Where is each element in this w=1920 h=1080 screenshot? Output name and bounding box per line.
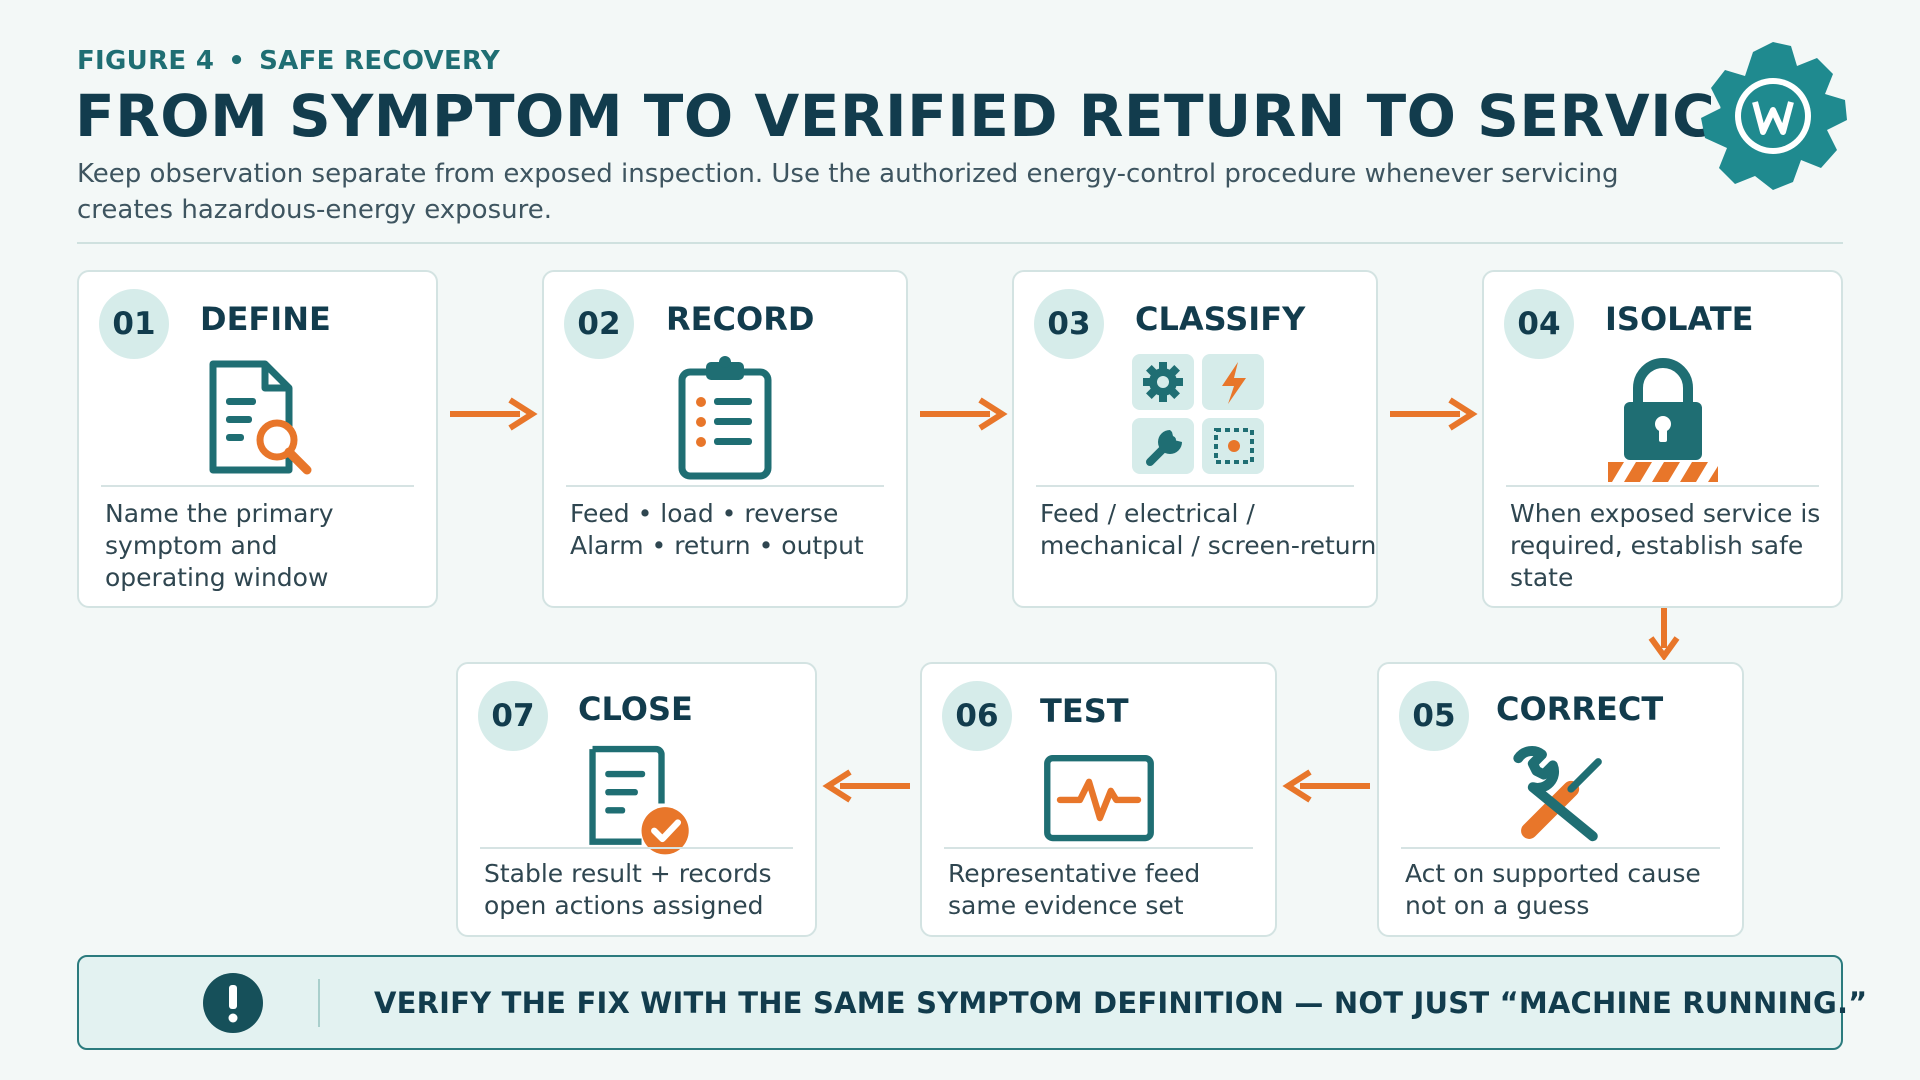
step-description: Feed / electrical / mechanical / screen-… [1040, 498, 1377, 562]
desc-line: required, establish safe [1510, 531, 1804, 560]
step-number: 03 [1034, 289, 1104, 359]
step-title: CLOSE [578, 690, 693, 728]
wrench-screwdriver-icon [1512, 746, 1602, 842]
verification-banner: VERIFY THE FIX WITH THE SAME SYMPTOM DEF… [77, 955, 1867, 1050]
category-grid-icon [1132, 354, 1264, 474]
arrow-left-icon [822, 769, 910, 803]
arrow-left-icon [1282, 769, 1370, 803]
step-title: CLASSIFY [1135, 300, 1306, 338]
banner-separator [318, 979, 320, 1027]
step-title: RECORD [666, 300, 815, 338]
desc-line: Feed / electrical / [1040, 499, 1255, 528]
step-title: ISOLATE [1605, 300, 1754, 338]
step-title: TEST [1040, 692, 1129, 730]
card-divider [1036, 485, 1354, 487]
padlock-barrier-icon [1607, 358, 1718, 482]
step-card-record: 02 RECORD Feed • load • reverse Alarm • … [542, 270, 908, 608]
figure-label: FIGURE 4 [77, 46, 215, 76]
step-card-close: 07 CLOSE Stable result + records open ac… [456, 662, 817, 937]
section-label: SAFE RECOVERY [259, 46, 501, 76]
clipboard-list-icon [678, 356, 772, 480]
step-description: Name the primary symptom and operating w… [105, 498, 418, 594]
desc-line: Alarm • return • output [570, 531, 864, 560]
desc-line: same evidence set [948, 891, 1184, 920]
step-card-isolate: 04 ISOLATE When exposed service is requi… [1482, 270, 1843, 608]
card-divider [566, 485, 884, 487]
page-title: FROM SYMPTOM TO VERIFIED RETURN TO SERVI… [75, 82, 1756, 150]
desc-line: open actions assigned [484, 891, 764, 920]
figure-kicker: FIGURE 4 • SAFE RECOVERY [77, 46, 500, 76]
card-divider [101, 485, 414, 487]
header-divider [77, 242, 1843, 244]
card-divider [480, 847, 793, 849]
step-card-correct: 05 CORRECT Act on supported cause not on… [1377, 662, 1744, 937]
step-description: When exposed service is required, establ… [1510, 498, 1823, 594]
desc-line: Act on supported cause [1405, 859, 1701, 888]
banner-message: VERIFY THE FIX WITH THE SAME SYMPTOM DEF… [374, 985, 1868, 1020]
desc-line: Representative feed [948, 859, 1201, 888]
card-divider [1506, 485, 1819, 487]
page-subtitle: Keep observation separate from exposed i… [77, 159, 1619, 225]
step-card-define: 01 DEFINE Name the primary symptom and o… [77, 270, 438, 608]
arrow-right-icon [450, 397, 538, 431]
step-number: 07 [478, 681, 548, 751]
desc-line: state [1510, 563, 1574, 592]
desc-line: When exposed service is [1510, 499, 1821, 528]
desc-line: Name the primary [105, 499, 334, 528]
desc-line: Feed • load • reverse [570, 499, 839, 528]
step-description: Feed • load • reverse Alarm • return • o… [570, 498, 888, 562]
step-title: CORRECT [1496, 690, 1664, 728]
arrow-right-icon [1390, 397, 1478, 431]
step-description: Representative feed same evidence set [948, 858, 1257, 922]
step-title: DEFINE [200, 300, 331, 338]
step-number: 04 [1504, 289, 1574, 359]
desc-line: not on a guess [1405, 891, 1590, 920]
step-card-classify: 03 CLASSIFY Feed / electric [1012, 270, 1378, 608]
exclamation-icon [203, 973, 263, 1033]
arrow-down-icon [1648, 608, 1680, 660]
document-check-icon [588, 745, 689, 855]
step-card-test: 06 TEST Representative feed same evidenc… [920, 662, 1277, 937]
kicker-separator: • [228, 46, 246, 76]
step-number: 01 [99, 289, 169, 359]
step-number: 05 [1399, 681, 1469, 751]
desc-line: mechanical / screen-return [1040, 531, 1377, 560]
card-divider [944, 847, 1253, 849]
desc-line: operating window [105, 563, 329, 592]
gear-w-logo-icon [1701, 42, 1847, 190]
step-description: Stable result + records open actions ass… [484, 858, 797, 922]
waveform-monitor-icon [1043, 754, 1154, 842]
desc-line: symptom and [105, 531, 278, 560]
desc-line: Stable result + records [484, 859, 772, 888]
step-number: 06 [942, 681, 1012, 751]
step-description: Act on supported cause not on a guess [1405, 858, 1724, 922]
card-divider [1401, 847, 1720, 849]
arrow-right-icon [920, 397, 1008, 431]
document-search-icon [209, 360, 311, 475]
step-number: 02 [564, 289, 634, 359]
